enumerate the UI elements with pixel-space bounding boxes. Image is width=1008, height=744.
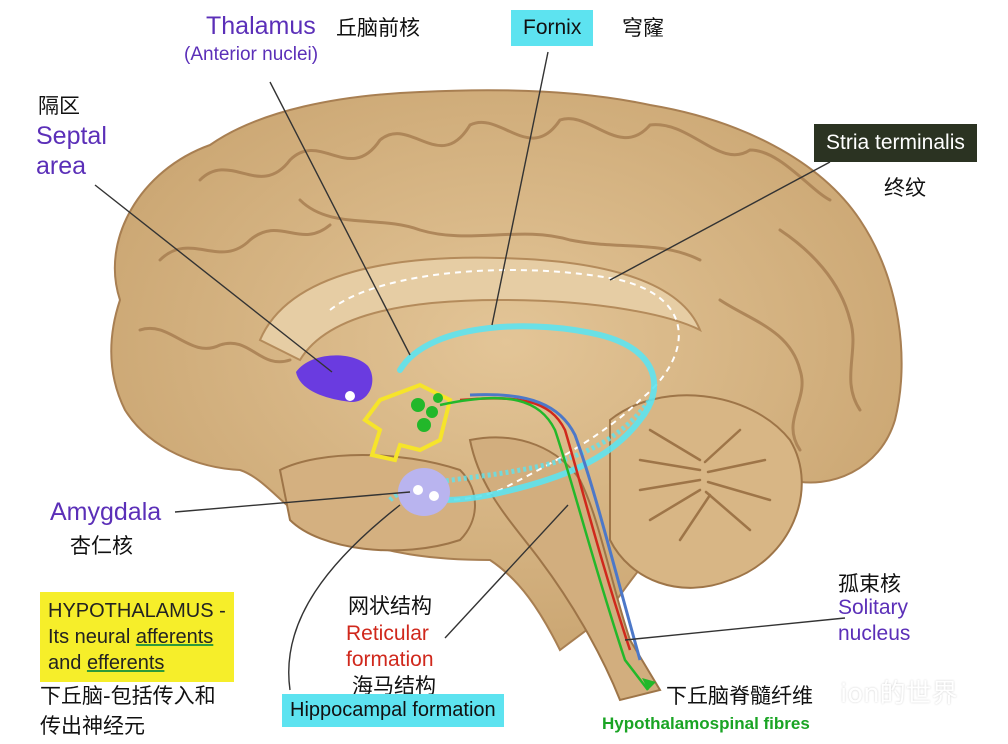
thalamus-sub-label: (Anterior nuclei) [184,44,319,65]
solitary-zh-label: 孤束核 [838,572,901,596]
reticular-zh-label: 网状结构 [348,594,432,618]
septal-area [296,355,373,402]
thalamus-label: Thalamus [206,12,316,40]
solitary-tract [469,393,642,661]
gyri-folds [138,117,862,452]
hypo-line3: and efferents [48,652,165,674]
amygdala [398,468,450,516]
reticular-label-line1: Reticular [346,622,429,645]
hts-arrow [642,678,656,690]
septal-label-line2: area [36,152,87,180]
hypothalamus-box: HYPOTHALAMUS - Its neural afferents and … [40,592,234,682]
stria-terminalis-path [329,269,680,501]
brainstem [468,436,662,702]
leader-lines [94,51,846,691]
amygdala-label: Amygdala [50,498,162,526]
hypo-line1: HYPOTHALAMUS - [48,600,226,622]
hippocampus-fibres [388,398,652,502]
hypothalamus-nuclei [411,393,443,432]
septal-label-line1: Septal [36,122,107,150]
solitary-label-line1: Solitary [838,596,909,619]
fornix-zh-label: 穹窿 [622,16,664,40]
amygdala-zh-label: 杏仁核 [70,534,133,558]
watermark: ion的世界 [840,679,958,709]
hypothalamus-zh-line1: 下丘脑-包括传入和 [40,684,216,708]
cerebellum [609,394,803,589]
septal-zh-label: 隔区 [38,94,80,118]
corpus-callosum [258,256,702,362]
amygdala-dot-1 [413,485,423,495]
hts-zh-label: 下丘脑脊髓纤维 [666,684,813,708]
stria-terminalis-zh-label: 终纹 [884,176,926,200]
septal-dot [345,391,355,401]
hts-label: Hypothalamospinal fibres [602,714,810,733]
solitary-label-line2: nucleus [838,622,911,645]
efferents-word: efferents [86,652,165,674]
hypo-line2: Its neural afferents [48,626,214,648]
fornix-path [397,323,658,503]
thalamus-zh-label: 丘脑前核 [336,16,420,40]
amygdala-dot-2 [429,491,439,501]
fornix-label: Fornix [511,10,594,47]
reticular-label-line2: formation [346,648,434,671]
hippocampal-label: Hippocampal formation [282,694,504,727]
hypothalamus-zh-line2: 传出神经元 [40,714,145,738]
stria-terminalis-label: Stria terminalis [814,124,977,163]
cerebrum [110,89,903,652]
hypothalamospinal-tract [439,396,649,691]
afferents-word: afferents [135,626,214,648]
